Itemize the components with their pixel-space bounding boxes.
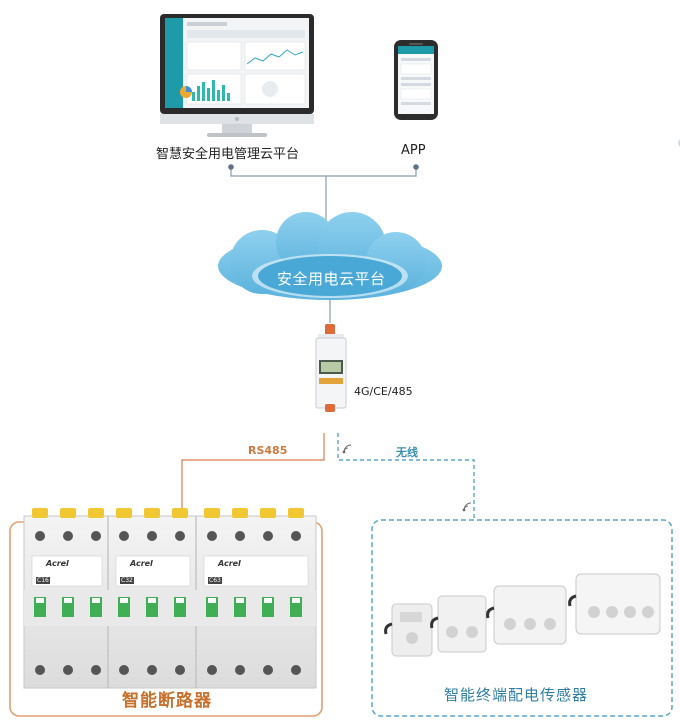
breaker-brand-3: Acrel — [218, 559, 241, 568]
rs485-line — [181, 433, 325, 518]
breaker-rating-1: C16 — [37, 577, 49, 584]
platform-connector — [230, 168, 417, 220]
sensor-devices — [384, 573, 661, 657]
cloud-shape — [218, 212, 442, 300]
cloud-label: 安全用电云平台 — [277, 270, 386, 288]
platform-label: 智慧安全用电管理云平台 — [156, 147, 300, 162]
rs485-label: RS485 — [248, 444, 288, 457]
wireless-line — [337, 433, 475, 520]
sensor-group-frame — [371, 519, 673, 717]
gateway-device — [315, 324, 347, 412]
breaker-units — [23, 508, 317, 689]
breaker-brand-1: Acrel — [46, 559, 69, 568]
connector-node — [413, 164, 419, 170]
breaker-rating-2: C32 — [121, 577, 133, 584]
wifi-signal-icon — [342, 444, 352, 454]
breaker-brand-2: Acrel — [130, 559, 153, 568]
connector-node — [228, 164, 234, 170]
sensor-group-title: 智能终端配电传感器 — [444, 686, 589, 704]
wireless-label: 无线 — [396, 446, 418, 459]
wifi-signal-icon — [462, 502, 472, 512]
breaker-group-title: 智能断路器 — [122, 691, 212, 711]
app-label: APP — [401, 143, 426, 158]
monitor-device — [160, 14, 314, 137]
breaker-rating-3: C63 — [209, 577, 221, 584]
phone-device — [394, 40, 438, 120]
gateway-label: 4G/CE/485 — [354, 385, 413, 398]
